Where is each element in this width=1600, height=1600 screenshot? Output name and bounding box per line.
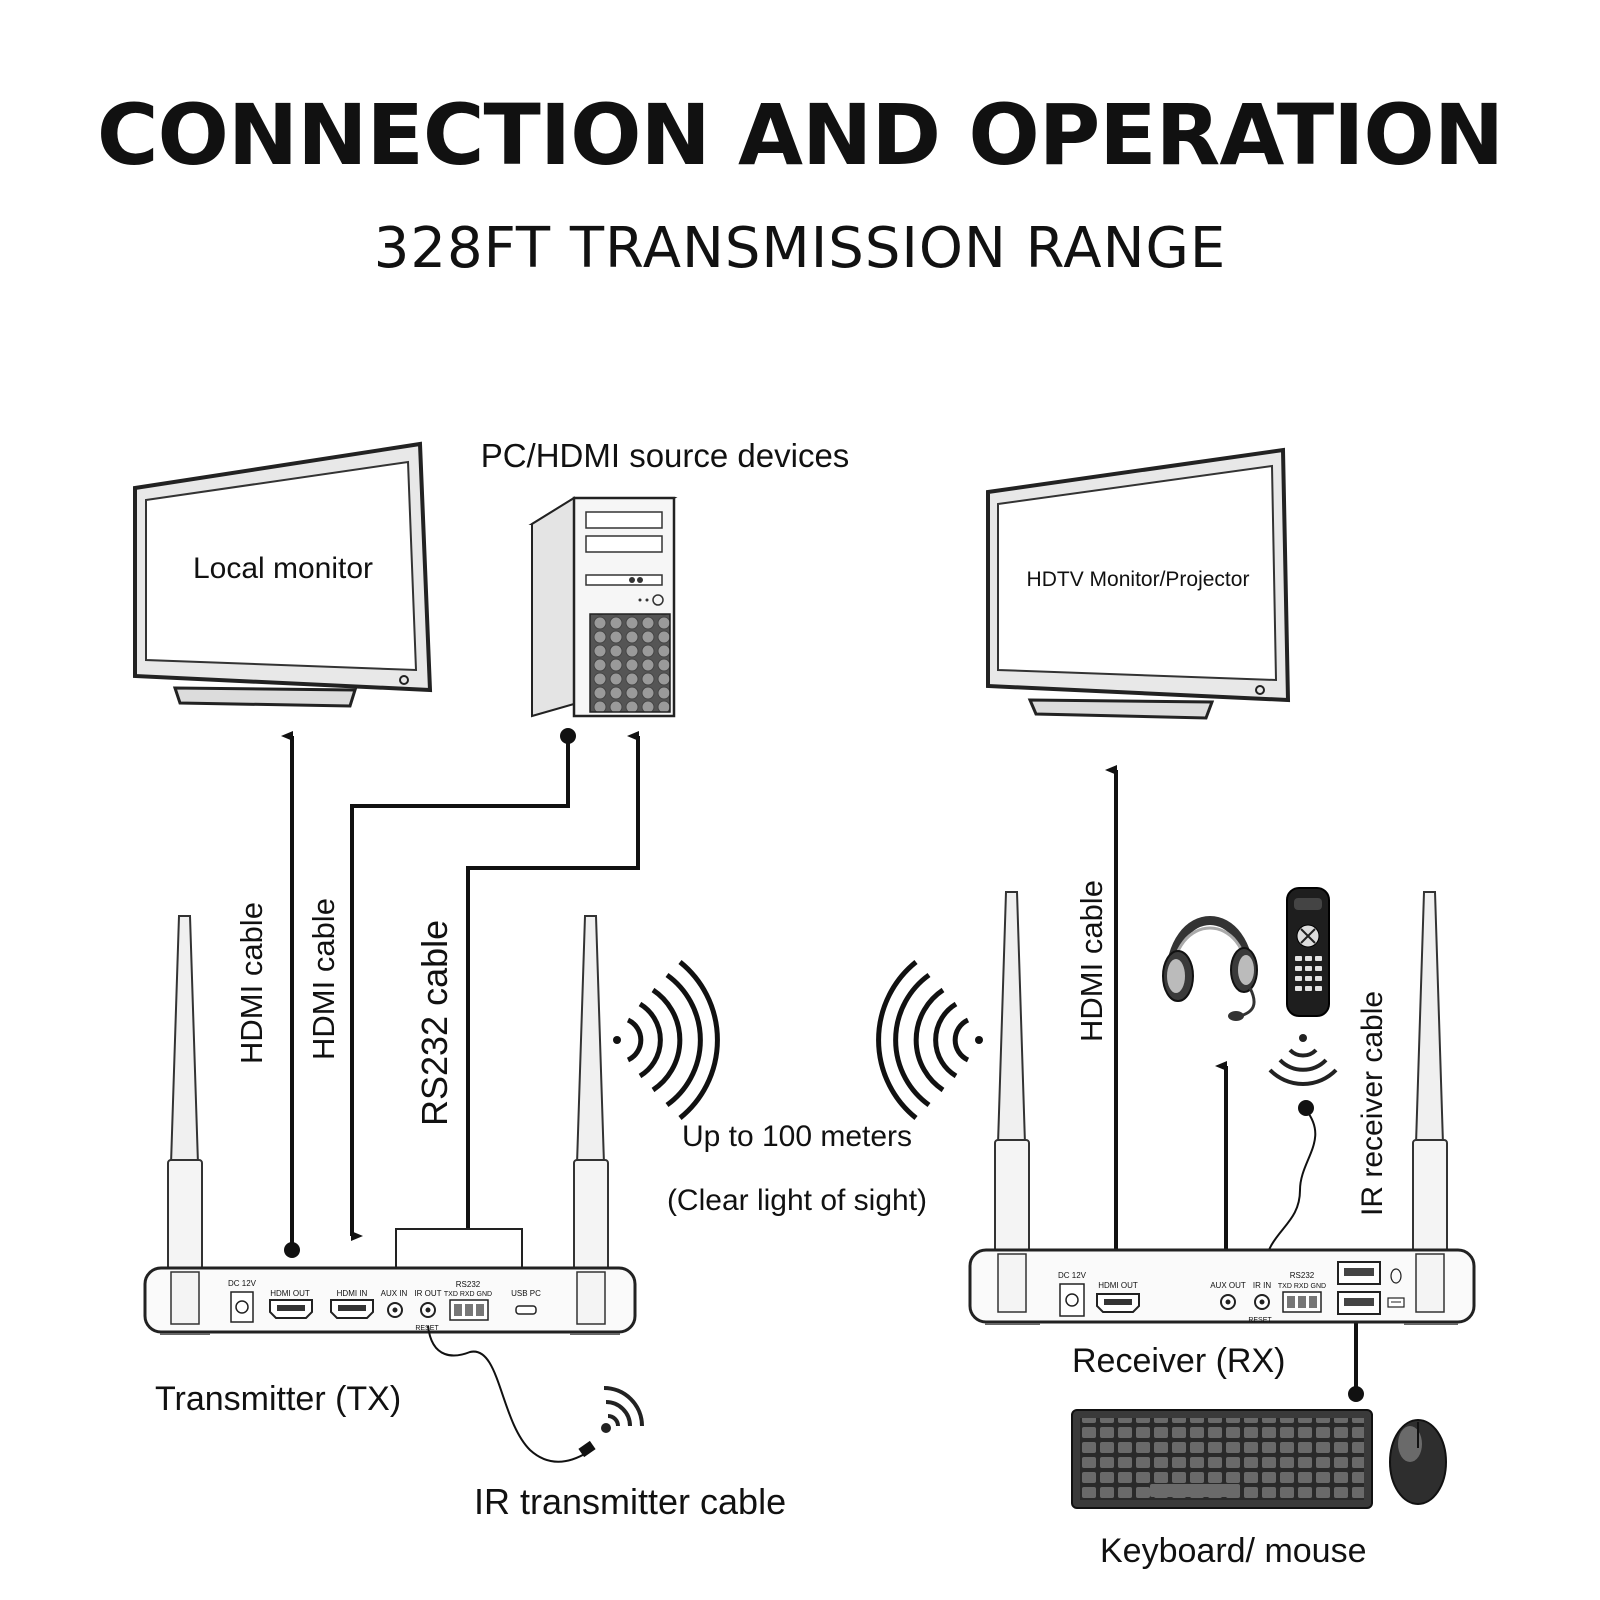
- tx-port-hdmi-in-label: HDMI IN: [337, 1289, 368, 1298]
- tx-hdmi-out-cable-label: HDMI cable: [234, 902, 269, 1064]
- ir-receiver-cable: [1263, 1109, 1317, 1267]
- rx-port-aux-out-label: AUX OUT: [1210, 1281, 1246, 1290]
- tx-port-hdmi-out-label: HDMI OUT: [270, 1289, 310, 1298]
- tx-antenna-left: [169, 915, 200, 1165]
- pc-tower: PC/HDMI source devices: [481, 437, 850, 718]
- tx-port-ir-out-label: IR OUT: [414, 1289, 441, 1298]
- headphones-icon: [1162, 916, 1258, 1021]
- rx-hdmi-out-cable-label: HDMI cable: [1074, 880, 1109, 1042]
- rx-antenna-left: [996, 891, 1027, 1145]
- ir-emitter-head: [578, 1440, 596, 1458]
- mouse-symbol-icon: [1390, 1268, 1402, 1284]
- rs232-cable-label: RS232 cable: [414, 920, 455, 1126]
- rx-port-rs232-label: RS232: [1290, 1271, 1315, 1280]
- tx-wireless-signal-icon: [613, 960, 720, 1120]
- main-title: CONNECTION AND OPERATION: [96, 86, 1504, 184]
- tx-hdmi-out-dot: [284, 1242, 300, 1258]
- rx-antenna-right: [1414, 891, 1445, 1145]
- rx-port-rs232-pins-label: TXD RXD GND: [1278, 1283, 1326, 1290]
- mouse-icon: [1389, 1419, 1447, 1505]
- keyboard-usb-dot: [1348, 1386, 1364, 1402]
- keyboard-icon: [1071, 1409, 1373, 1509]
- range-condition-label: (Clear light of sight): [667, 1184, 927, 1217]
- remote-signal-icon: [1268, 1034, 1338, 1086]
- range-distance-label: Up to 100 meters: [682, 1120, 912, 1153]
- ir-receiver-cable-label: IR receiver cable: [1356, 991, 1389, 1216]
- tx-port-dc-label: DC 12V: [228, 1279, 257, 1288]
- remote-control-icon: [1286, 887, 1330, 1017]
- rx-dc-port: [1059, 1283, 1085, 1317]
- tx-port-aux-in-label: AUX IN: [381, 1289, 408, 1298]
- rs232-cable: [466, 731, 640, 1248]
- keyboard-symbol-icon: [1387, 1297, 1405, 1308]
- rx-port-reset-label: RESET: [1248, 1317, 1272, 1324]
- ir-transmitter-cable-label: IR transmitter cable: [474, 1481, 786, 1522]
- hdtv-monitor-label: HDTV Monitor/Projector: [1027, 568, 1250, 591]
- tx-hdmi-in-cable-label: HDMI cable: [306, 898, 341, 1060]
- tx-antenna-right: [575, 915, 606, 1165]
- tx-port-usb-pc-label: USB PC: [511, 1289, 541, 1298]
- local-monitor: Local monitor: [133, 441, 433, 708]
- tx-hdmi-in-cable: [350, 734, 570, 1241]
- receiver-device: DC 12V HDMI OUT AUX OUT IR IN RS232 TXD …: [968, 891, 1476, 1325]
- rx-port-hdmi-out-label: HDMI OUT: [1098, 1281, 1138, 1290]
- receiver-label: Receiver (RX): [1072, 1342, 1285, 1380]
- transmitter-label: Transmitter (TX): [155, 1380, 401, 1418]
- hdtv-monitor: HDTV Monitor/Projector: [986, 447, 1291, 720]
- ir-emitter-signal-icon: [601, 1386, 644, 1433]
- local-monitor-label: Local monitor: [193, 552, 373, 585]
- keyboard-mouse-label: Keyboard/ mouse: [1100, 1532, 1367, 1570]
- tx-dc-port: [230, 1291, 254, 1323]
- ir-receiver-head: [1298, 1100, 1314, 1116]
- rx-port-dc-label: DC 12V: [1058, 1271, 1087, 1280]
- tx-port-rs232-label: RS232: [456, 1280, 481, 1289]
- transmitter-device: DC 12V HDMI OUT HDMI IN AUX IN IR OUT RS…: [143, 915, 637, 1335]
- ir-transmitter-cable: [427, 1325, 589, 1463]
- rx-port-ir-in-label: IR IN: [1253, 1281, 1271, 1290]
- sub-title: 328FT TRANSMISSION RANGE: [373, 216, 1227, 281]
- pc-hdmi-dot: [560, 728, 576, 744]
- tx-usb-pc-port: [515, 1305, 537, 1315]
- pc-source-label: PC/HDMI source devices: [481, 437, 850, 474]
- rx-wireless-signal-icon: [876, 960, 983, 1120]
- tx-port-rs232-pins-label: TXD RXD GND: [444, 1291, 492, 1298]
